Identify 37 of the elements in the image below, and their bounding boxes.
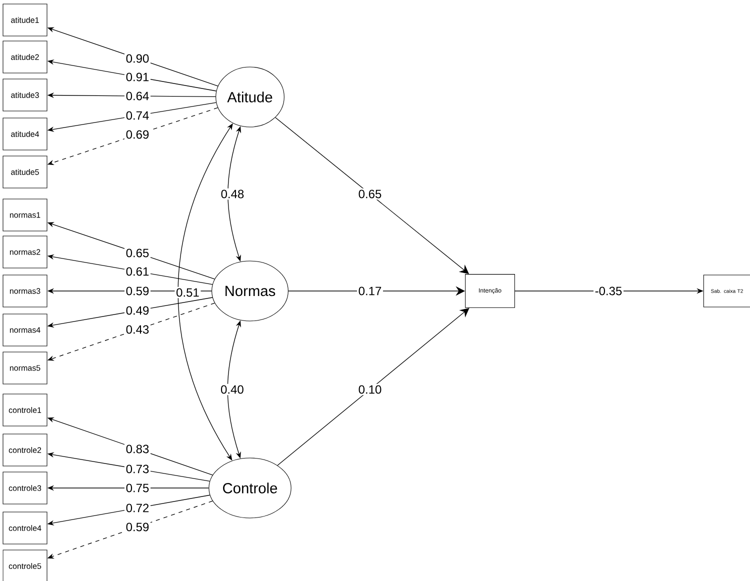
edge-label: 0.72 [124, 502, 151, 514]
edge-label: 0.91 [124, 71, 151, 83]
edge-label: 0.59 [124, 285, 151, 297]
indicator-box: normas5 [2, 352, 48, 384]
edge-label: 0.65 [357, 188, 384, 200]
indicator-box: controle3 [2, 472, 48, 504]
edge-label: 0.40 [219, 384, 246, 396]
edge-label: 0.51 [174, 286, 201, 298]
indicator-box: atitude1 [2, 4, 48, 36]
indicator-box: normas2 [2, 236, 48, 268]
indicator-box: atitude5 [2, 156, 48, 188]
edge-label: 0.59 [124, 521, 151, 533]
edge-label: -0.35 [594, 285, 624, 297]
indicator-box: controle4 [2, 512, 48, 544]
edge-label: 0.83 [124, 443, 151, 455]
indicator-box: atitude2 [2, 40, 48, 74]
edge-label: 0.48 [219, 188, 246, 200]
edge-label: 0.75 [124, 482, 151, 494]
edge-label: 0.65 [124, 247, 151, 259]
edge-label: 0.69 [124, 128, 151, 140]
indicator-box: atitude4 [2, 118, 48, 150]
edge-label: 0.73 [124, 463, 151, 475]
indicator-box: normas3 [2, 274, 48, 308]
indicator-box: normas4 [2, 314, 48, 346]
indicator-box: controle1 [2, 394, 48, 426]
edge-label: 0.17 [357, 285, 384, 297]
edge-label: 0.43 [124, 324, 151, 336]
edge-label: 0.90 [124, 52, 151, 64]
indicator-box: normas1 [2, 198, 48, 232]
edge-label: 0.74 [124, 110, 151, 122]
edge-label: 0.61 [124, 266, 151, 278]
edge-label: 0.10 [357, 384, 384, 396]
edge-label: 0.64 [124, 90, 151, 102]
indicator-box: controle2 [2, 434, 48, 466]
indicator-box: controle5 [2, 550, 48, 581]
indicator-box: atitude3 [2, 78, 48, 112]
edge-label: 0.49 [124, 304, 151, 316]
